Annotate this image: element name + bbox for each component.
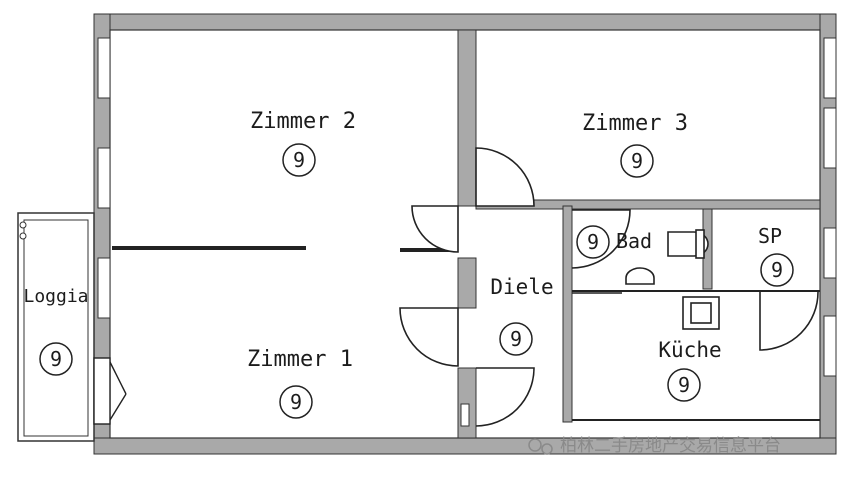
room-badge-diele: 9 (510, 327, 522, 351)
room-label-diele: Diele (490, 275, 553, 299)
room-label-zimmer-2: Zimmer 2 (250, 109, 356, 134)
stove-icon (682, 296, 720, 330)
room-badge-circle-sp (760, 253, 794, 287)
room-label-sp: SP (758, 224, 782, 248)
room-badge-circle-zimmer-3 (620, 144, 654, 178)
loggia-drain-icon (19, 232, 27, 240)
loggia-drain-icon (19, 221, 27, 229)
room-badge-bad: 9 (587, 230, 599, 254)
door-swing-zimmer1 (399, 307, 459, 367)
room-label-bad: Bad (616, 229, 652, 253)
door-swings (399, 147, 819, 427)
room-label-loggia: Loggia (23, 286, 88, 307)
room-badge-circle-bad (576, 225, 610, 259)
room-badge-kueche: 9 (678, 373, 690, 397)
room-badge-sp: 9 (771, 258, 783, 282)
watermark-text: 柏林二手房地产交易信息平台 (560, 436, 781, 456)
room-badge-circle-zimmer-2 (282, 143, 316, 177)
door-swing-sp (759, 290, 819, 351)
sink-icon (625, 267, 655, 285)
room-badge-loggia: 9 (50, 347, 62, 371)
door-swing-bad (571, 209, 631, 269)
room-badge-zimmer-3: 9 (631, 149, 643, 173)
entrance-intercom (460, 403, 470, 427)
room-badge-circle-zimmer-1 (279, 385, 313, 419)
windows (97, 37, 837, 377)
room-label-zimmer-3: Zimmer 3 (582, 111, 688, 136)
watermark: 柏林二手房地产交易信息平台 (528, 436, 781, 456)
room-badge-circle-kueche (667, 368, 701, 402)
room-badge-zimmer-1: 9 (290, 390, 302, 414)
room-label-kueche: Küche (658, 338, 721, 362)
room-label-zimmer-1: Zimmer 1 (247, 347, 353, 372)
door-swing-zimmer3 (475, 147, 535, 207)
door-swing-zimmer2 (411, 205, 459, 253)
wechat-icon (528, 438, 542, 452)
bath-fixtures (625, 229, 709, 285)
room-badge-circle-diele (499, 322, 533, 356)
room-badge-zimmer-2: 9 (293, 148, 305, 172)
loggia-door-leaves (93, 357, 127, 425)
room-badge-circle-loggia (39, 342, 73, 376)
door-swing-entrance (475, 367, 535, 427)
loggia (17, 212, 95, 442)
